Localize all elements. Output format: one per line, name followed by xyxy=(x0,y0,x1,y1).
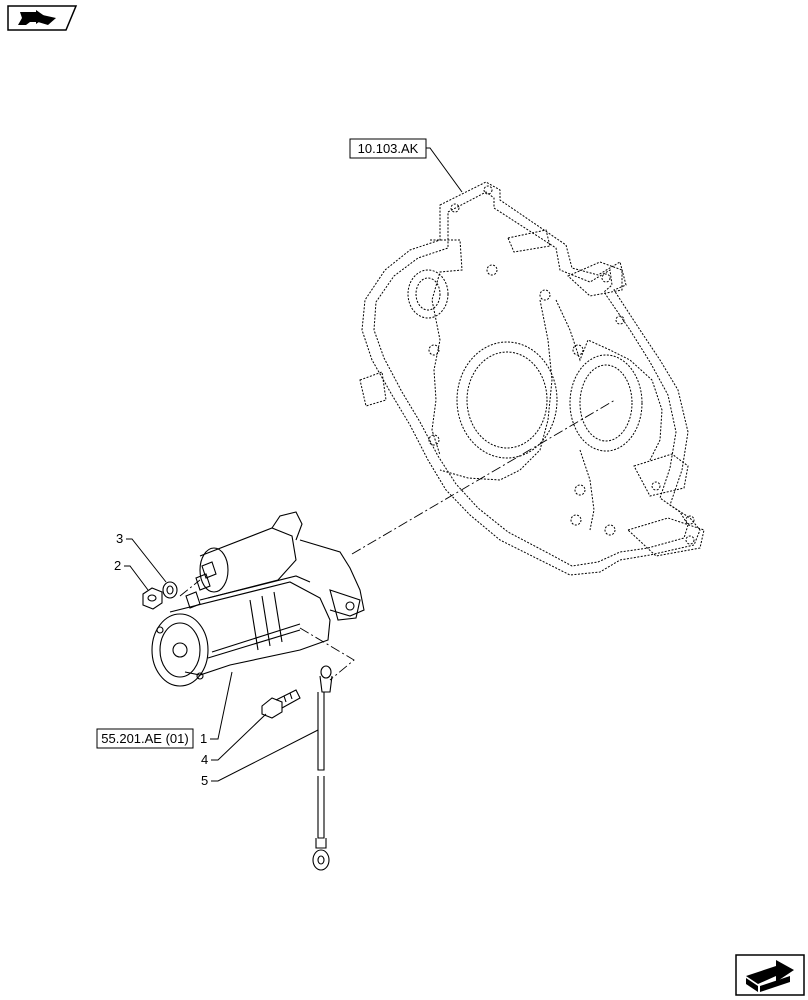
nut xyxy=(142,587,163,610)
washer xyxy=(162,581,178,599)
svg-text:55.201.AE (01): 55.201.AE (01) xyxy=(101,731,188,746)
svg-text:2: 2 xyxy=(114,558,121,573)
callout-bolt: 4 xyxy=(201,713,267,767)
next-page-arrow-icon[interactable] xyxy=(735,954,805,996)
bolt xyxy=(261,689,301,719)
svg-text:5: 5 xyxy=(201,773,208,788)
reference-flywheel-housing[interactable]: 10.103.AK xyxy=(349,138,463,193)
reference-starter-motor[interactable]: 55.201.AE (01) xyxy=(96,728,194,749)
book-arrow-icon[interactable] xyxy=(7,5,78,31)
callout-cable: 5 xyxy=(201,729,319,788)
callout-starter-motor: 1 xyxy=(200,671,233,746)
callout-washer: 3 xyxy=(116,531,167,583)
cable xyxy=(312,665,333,871)
svg-text:1: 1 xyxy=(200,731,207,746)
svg-text:3: 3 xyxy=(116,531,123,546)
assembly-centerline xyxy=(179,399,616,681)
svg-text:4: 4 xyxy=(201,752,208,767)
starter-motor xyxy=(151,511,365,687)
callout-nut: 2 xyxy=(114,558,149,591)
svg-text:10.103.AK: 10.103.AK xyxy=(358,141,419,156)
flywheel-housing xyxy=(359,181,705,576)
